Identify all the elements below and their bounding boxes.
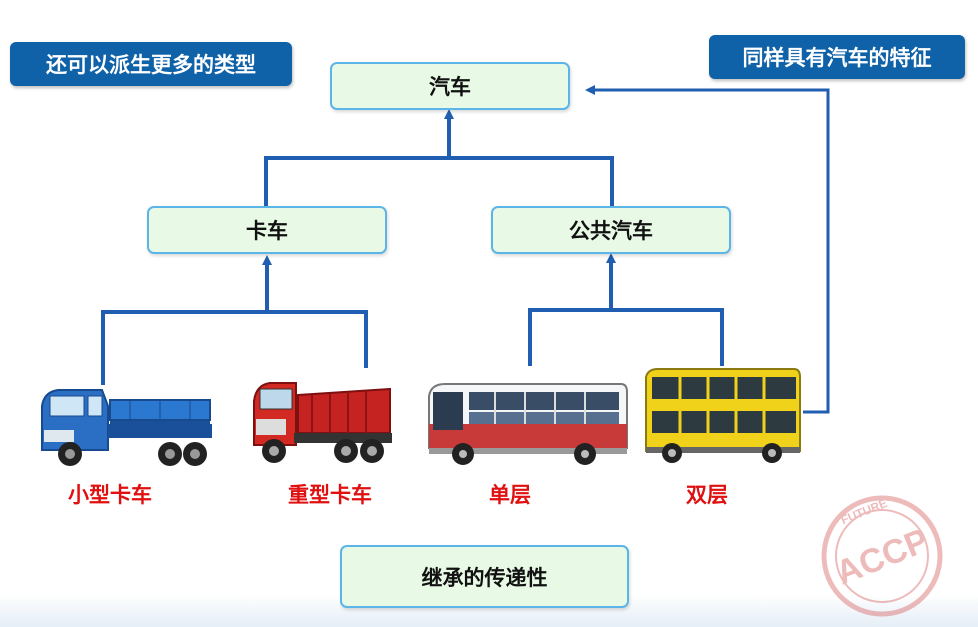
callout-same-features: 同样具有汽车的特征 (709, 35, 965, 79)
connector-truck-branch (101, 310, 368, 385)
node-truck-label: 卡车 (246, 219, 288, 243)
small-truck-image (41, 389, 212, 466)
callout-same-features-text: 同样具有汽车的特征 (742, 46, 932, 70)
watermark-brand: ACCP (831, 521, 935, 592)
node-truck: 卡车 (147, 206, 387, 254)
heavy-truck-image (253, 382, 392, 463)
callout-more-types: 还可以派生更多的类型 (10, 42, 292, 86)
label-double-deck: 双层 (686, 483, 728, 507)
connector-root-branch (264, 156, 614, 208)
node-bus: 公共汽车 (491, 206, 731, 254)
double-deck-bus-image (645, 368, 801, 463)
node-car-label: 汽车 (429, 75, 471, 99)
callout-more-types-text: 还可以派生更多的类型 (46, 53, 256, 77)
connector-double-to-root (585, 85, 830, 414)
connector-bus-branch (528, 308, 724, 366)
node-bus-label: 公共汽车 (569, 219, 653, 243)
label-small-truck: 小型卡车 (68, 483, 152, 507)
label-single-deck: 单层 (489, 483, 531, 507)
single-deck-bus-image (428, 383, 628, 465)
label-heavy-truck: 重型卡车 (288, 483, 372, 507)
node-car: 汽车 (330, 62, 570, 110)
node-inheritance-transitivity-label: 继承的传递性 (421, 565, 548, 590)
node-inheritance-transitivity: 继承的传递性 (340, 545, 629, 608)
accp-watermark-logo: ACCP FUTURE (821, 495, 943, 617)
